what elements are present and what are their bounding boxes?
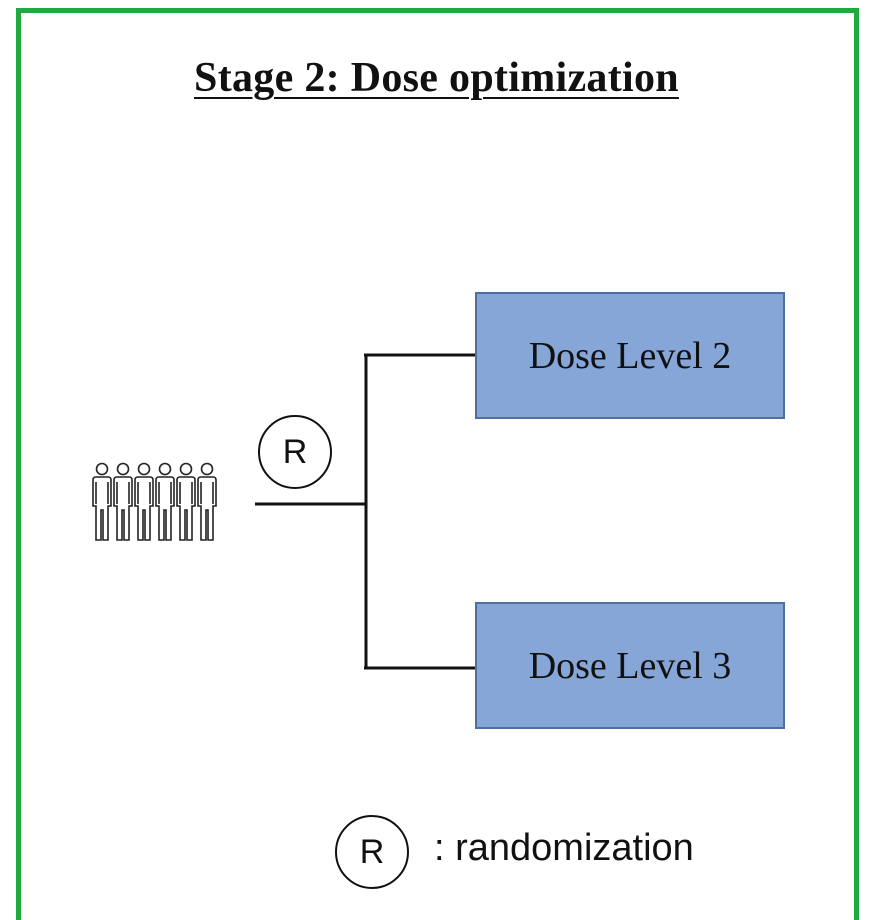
- legend-circle: R: [335, 815, 409, 889]
- arm-box-dose-level-3: Dose Level 3: [475, 602, 785, 729]
- people-icon: [92, 462, 217, 541]
- arm-box-dose-level-2: Dose Level 2: [475, 292, 785, 419]
- legend-symbol: R: [359, 832, 385, 871]
- randomization-symbol: R: [282, 432, 308, 471]
- arm-label: Dose Level 3: [528, 644, 732, 687]
- randomization-circle: R: [258, 415, 332, 489]
- diagram-frame: [16, 8, 859, 920]
- person-icon: [155, 462, 175, 541]
- arm-label: Dose Level 2: [528, 334, 732, 377]
- person-icon: [176, 462, 196, 541]
- person-icon: [197, 462, 217, 541]
- participants-group: [90, 460, 235, 550]
- diagram-title: Stage 2: Dose optimization: [0, 54, 873, 102]
- person-icon: [113, 462, 133, 541]
- legend-text: : randomization: [434, 827, 694, 869]
- title-text: Stage 2: Dose optimization: [194, 55, 679, 101]
- person-icon: [92, 462, 112, 541]
- person-icon: [134, 462, 154, 541]
